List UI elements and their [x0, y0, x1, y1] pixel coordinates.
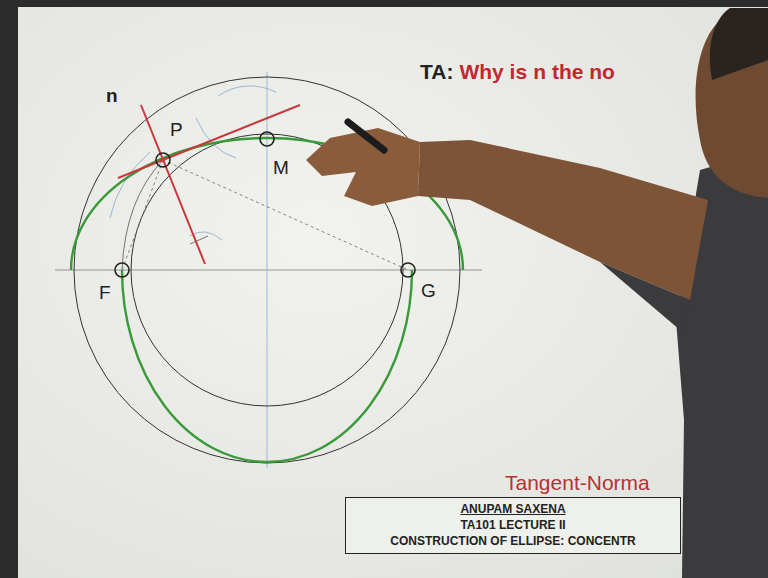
bisector-mark: [190, 236, 208, 244]
slide-subtitle: Tangent-Norma: [505, 471, 650, 494]
point-label: M: [273, 158, 289, 179]
lecturer-hair: [710, 8, 768, 80]
credit-box: ANUPAM SAXENATA101 LECTURE IICONSTRUCTIO…: [345, 497, 681, 554]
author-name: ANUPAM SAXENA: [460, 502, 565, 517]
point-marker: [260, 132, 274, 146]
title-symbol: n: [533, 60, 546, 84]
construction-arc: [218, 86, 276, 96]
lecturer-sleeve: [600, 262, 690, 330]
credit-text: CONSTRUCTION OF ELLIPSE: CONCENTR: [390, 534, 635, 549]
lecturer-head: [696, 8, 768, 198]
point-label: F: [99, 283, 111, 304]
lecturer-hand: [306, 128, 420, 206]
title-text: Why is: [459, 60, 527, 84]
point-marker: [401, 263, 415, 277]
marker-pen: [348, 122, 384, 150]
major-circle: [74, 77, 460, 463]
slide-ground: [18, 7, 768, 578]
title-text: the no: [552, 60, 615, 84]
credit-text: TA101 LECTURE II: [460, 518, 565, 533]
lecturer-arm: [418, 140, 708, 300]
point-marker: [115, 263, 129, 277]
ellipse-curve: [122, 270, 412, 462]
point-marker: [156, 153, 170, 167]
point-label: G: [421, 281, 436, 302]
title-text: TA:: [420, 60, 453, 84]
normal-label: n: [106, 86, 118, 107]
normal-line: [141, 105, 205, 264]
slide-heading: TA:Why isnthe no: [420, 60, 615, 84]
point-label: P: [170, 120, 183, 141]
major-axis: [55, 270, 482, 271]
